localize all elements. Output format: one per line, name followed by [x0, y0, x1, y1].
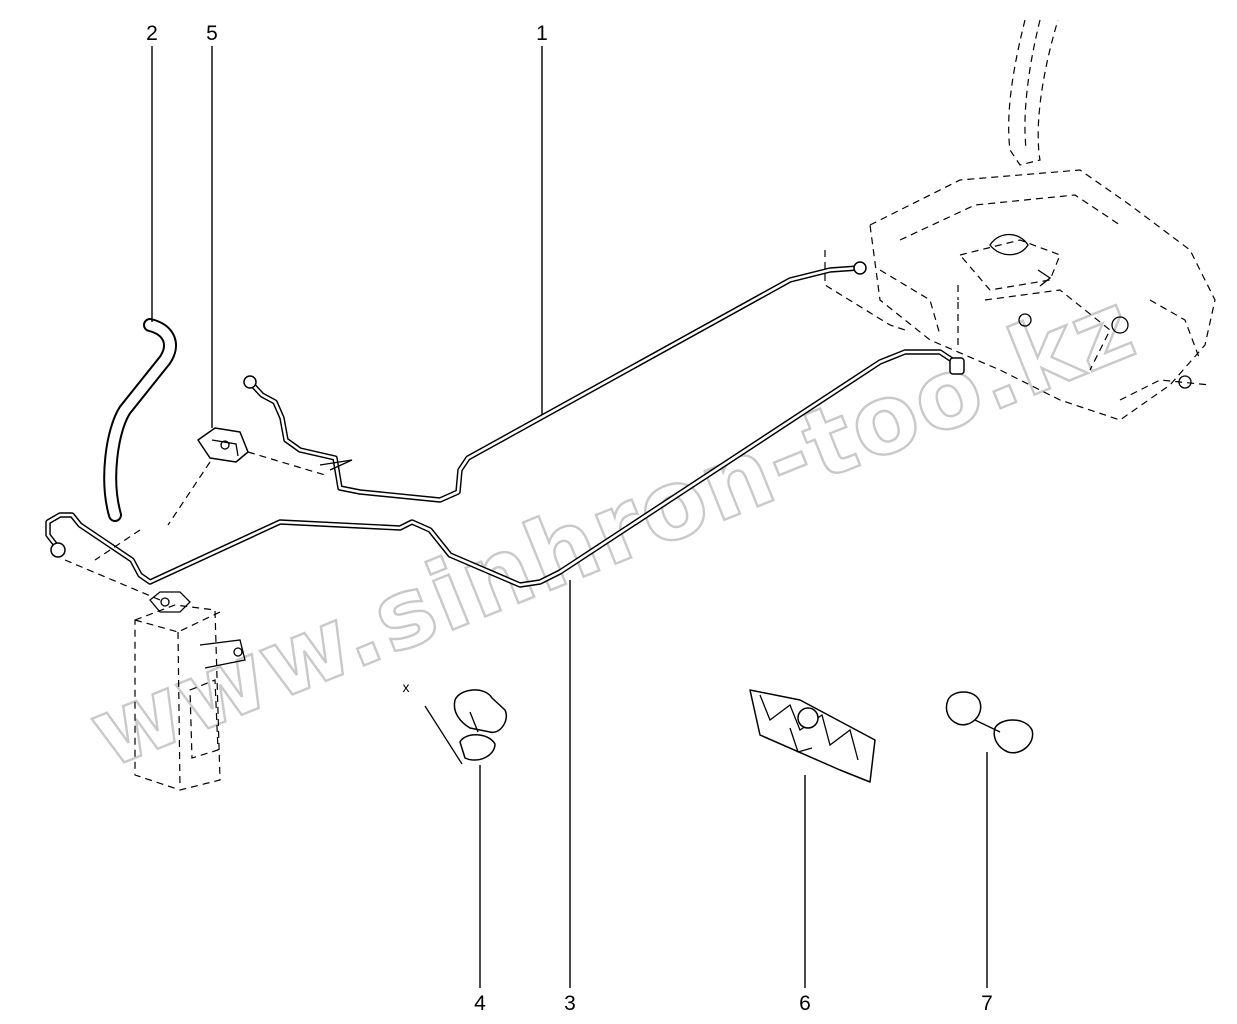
valve-5	[197, 427, 249, 463]
clip-7	[945, 691, 1034, 754]
assembly-lines	[64, 285, 959, 601]
callout-7: 7	[981, 992, 993, 1015]
hose-2	[103, 318, 177, 522]
clip-4: x	[403, 679, 507, 765]
callout-3: 3	[564, 992, 576, 1015]
fuel-tank	[824, 19, 1216, 421]
callout-4: 4	[474, 992, 486, 1015]
clip-6	[749, 689, 876, 783]
callout-1: 1	[536, 22, 548, 45]
callout-6: 6	[799, 992, 811, 1015]
callout-5: 5	[206, 22, 218, 45]
charcoal-canister	[134, 591, 246, 791]
vapour-line-3	[45, 349, 965, 588]
watermark: www.sinhron-too.kz	[75, 269, 1150, 790]
vapour-line-1	[243, 261, 867, 503]
leader-lines	[151, 46, 988, 988]
dimension-label-x: x	[403, 679, 410, 695]
callout-2: 2	[146, 22, 158, 45]
